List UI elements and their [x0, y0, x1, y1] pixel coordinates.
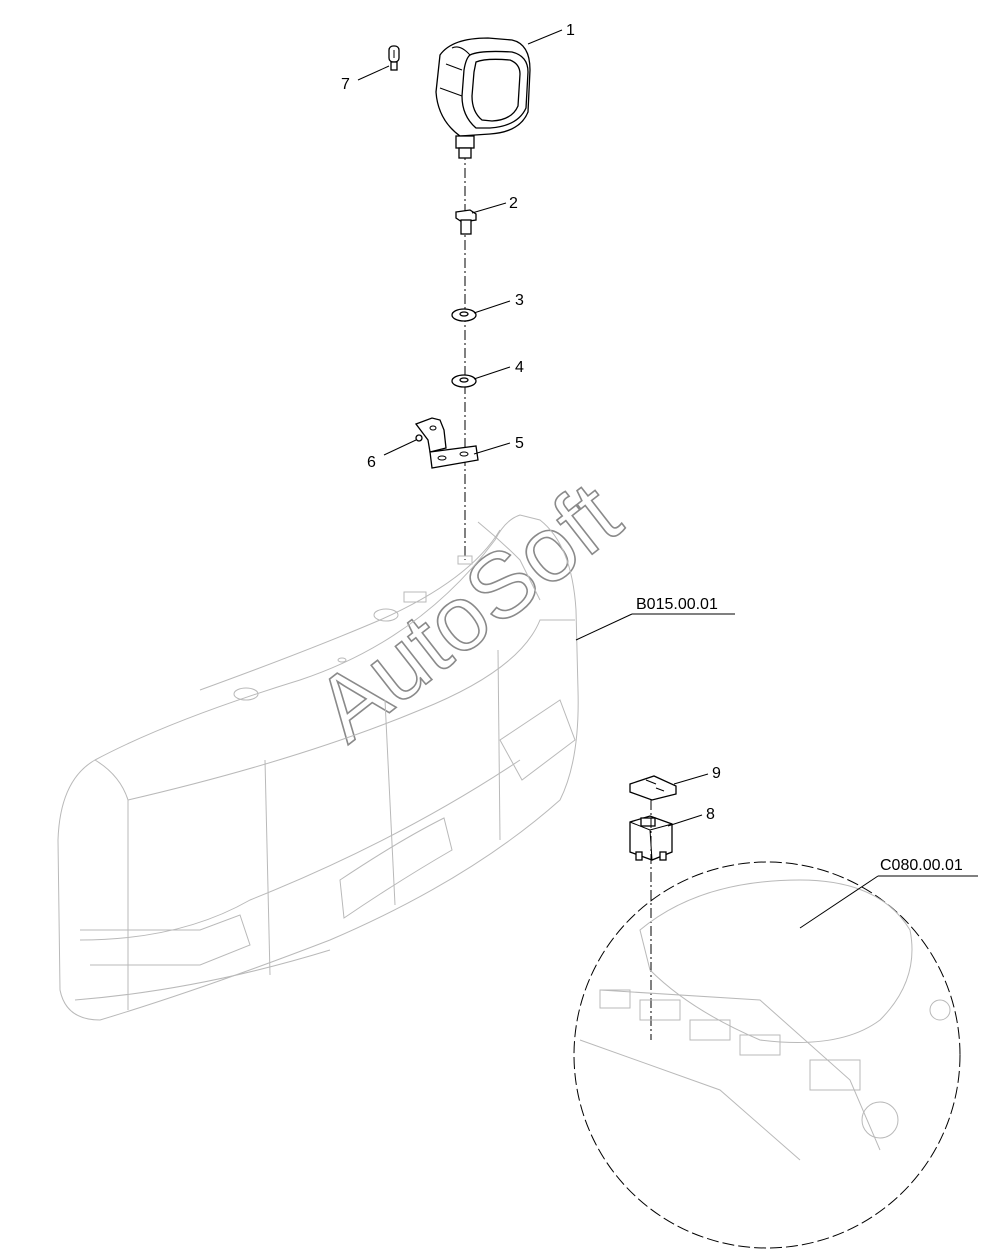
callout-8: 8	[667, 806, 715, 827]
callout-label-8: 8	[706, 806, 715, 823]
reference-console: C080.00.01	[799, 857, 978, 929]
callout-label-3: 3	[515, 292, 524, 309]
switch-cap	[629, 775, 677, 801]
callout-9: 9	[673, 765, 721, 785]
reference-label-console: C080.00.01	[880, 857, 963, 874]
reference-label-counterweight: B015.00.01	[636, 596, 718, 613]
callout-label-2: 2	[509, 195, 518, 212]
watermark: AutoSoft	[298, 463, 639, 761]
callout-label-6: 6	[367, 454, 376, 471]
washer-upper	[451, 308, 477, 322]
bolt	[455, 209, 477, 235]
callout-label-1: 1	[566, 22, 575, 39]
work-lamp	[435, 37, 531, 159]
reference-counterweight: B015.00.01	[575, 596, 735, 641]
callout-label-4: 4	[515, 359, 524, 376]
counterweight-ghost	[57, 514, 579, 1021]
callout-label-5: 5	[515, 435, 524, 452]
callout-5: 5	[473, 435, 524, 455]
callout-3: 3	[473, 292, 524, 314]
callout-4: 4	[473, 359, 524, 380]
callout-label-7: 7	[341, 76, 350, 93]
console-ghost	[579, 879, 951, 1161]
callout-label-9: 9	[712, 765, 721, 782]
mounting-bracket	[414, 417, 479, 469]
callout-2: 2	[471, 195, 518, 214]
detail-circle	[573, 861, 961, 1249]
washer-lower	[451, 374, 477, 388]
callout-7: 7	[341, 65, 390, 93]
callout-6: 6	[367, 439, 417, 471]
callout-1: 1	[527, 22, 575, 45]
bulb	[388, 45, 400, 71]
